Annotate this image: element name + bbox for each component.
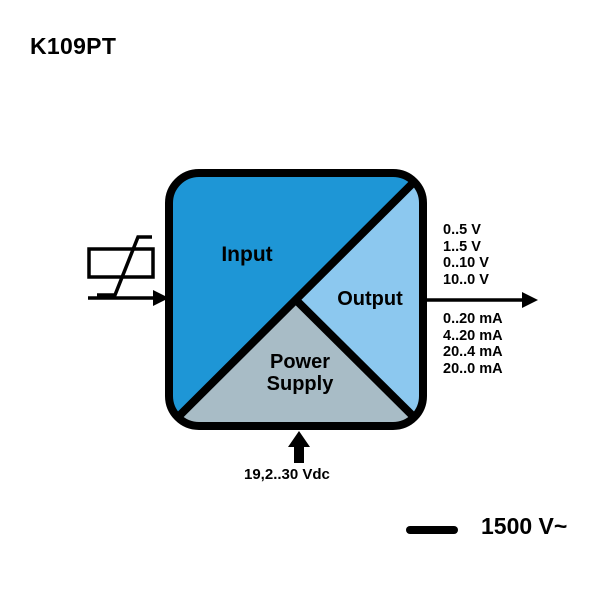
isolation-voltage-label: 1500 V~ bbox=[481, 513, 568, 539]
isolation-bar-icon bbox=[406, 526, 458, 534]
module-box bbox=[165, 169, 427, 430]
output-label: Output bbox=[337, 288, 403, 310]
output-range-item: 0..5 V bbox=[443, 222, 481, 238]
supply-voltage-label: 19,2..30 Vdc bbox=[244, 466, 330, 483]
supply-arrow-icon bbox=[288, 431, 310, 463]
output-voltage-ranges: 0..5 V 1..5 V 0..10 V 10..0 V bbox=[443, 222, 489, 288]
output-range-item: 1..5 V bbox=[443, 238, 481, 255]
output-section bbox=[296, 173, 423, 426]
input-label: Input bbox=[221, 243, 272, 266]
output-range-item: 0..20 mA bbox=[443, 311, 503, 327]
output-range-item: 0..10 V bbox=[443, 255, 489, 271]
output-range-item: 10..0 V bbox=[443, 271, 489, 288]
rtd-sensor-icon bbox=[87, 235, 155, 297]
output-range-item: 20..0 mA bbox=[443, 360, 503, 377]
page-title: K109PT bbox=[30, 33, 117, 59]
output-current-ranges: 0..20 mA 4..20 mA 20..4 mA 20..0 mA bbox=[443, 311, 503, 377]
output-range-item: 20..4 mA bbox=[443, 344, 503, 360]
output-range-item: 4..20 mA bbox=[443, 327, 503, 344]
power-label: Power bbox=[270, 351, 330, 373]
power-section bbox=[169, 300, 423, 426]
supply-label: Supply bbox=[267, 373, 335, 395]
input-arrow-icon bbox=[88, 290, 169, 306]
output-arrow-icon bbox=[425, 292, 538, 308]
